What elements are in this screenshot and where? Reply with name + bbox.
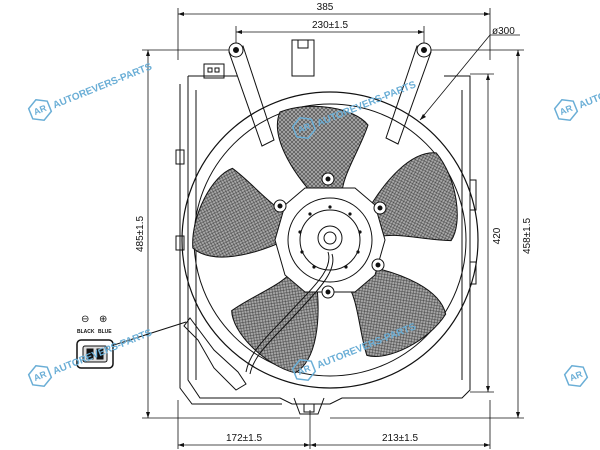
svg-text:AR: AR [558,103,574,117]
shroud-frame [175,39,477,415]
svg-text:AR: AR [32,103,48,117]
dim-mount-spacing: 230±1.5 [312,20,349,31]
svg-text:AR: AR [296,121,312,135]
dim-left-offset: 172±1.5 [226,433,263,444]
watermark: AR [563,365,589,387]
fan-blade [363,152,458,242]
dim-right-offset: 213±1.5 [382,433,419,444]
wire-color-black: BLACK [77,329,95,335]
svg-text:AUTOREVERS-PARTS: AUTOREVERS-PARTS [577,61,600,111]
plus-symbol: ⊕ [99,314,107,325]
mounting-arms [228,42,432,147]
svg-text:AR: AR [296,363,312,377]
minus-symbol: ⊖ [81,314,89,325]
wire-color-blue: BLUE [98,329,112,335]
dim-height-right: 458±1.5 [522,218,533,255]
watermark: AR AUTOREVERS-PARTS [27,61,154,121]
dimension-lines [142,8,524,449]
watermark: AR AUTOREVERS-PARTS [553,61,600,121]
fan-blade [192,167,295,258]
dim-overall-height: 485±1.5 [135,216,146,253]
svg-text:AR: AR [568,369,584,383]
motor-hub [273,172,387,299]
svg-text:AR: AR [32,369,48,383]
connector [76,339,114,369]
dim-fan-diameter: ø300 [492,26,515,37]
dimension-arrows [146,12,520,447]
dim-overall-width: 385 [317,2,334,13]
svg-text:AUTOREVERS-PARTS: AUTOREVERS-PARTS [51,61,153,111]
fan-blade [344,264,447,357]
dim-shroud-height: 420 [492,227,503,244]
fan-blade [276,105,369,201]
